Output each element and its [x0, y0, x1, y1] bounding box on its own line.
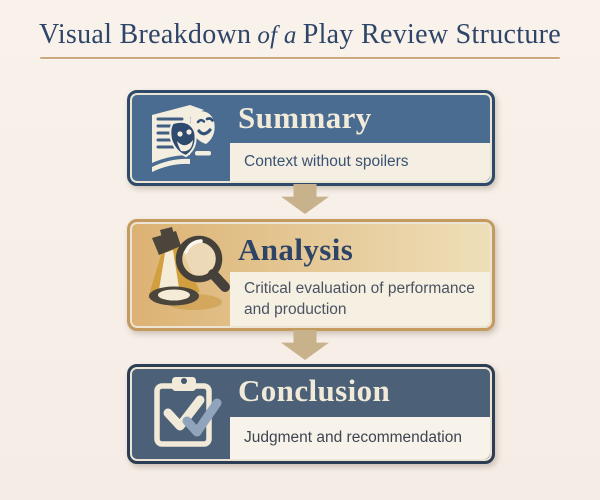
page-title-part1: Visual Breakdown	[39, 19, 252, 50]
step-card-summary: Summary Context without spoilers	[127, 90, 495, 186]
step-subtitle-line: Judgment and recommendation	[244, 429, 462, 446]
step-subtitle-band: Critical evaluation of performance and p…	[230, 272, 490, 326]
down-arrow-icon	[281, 184, 329, 214]
page-title-part2-italic: of a	[257, 22, 297, 49]
step-title-conclusion: Conclusion	[238, 373, 391, 408]
step-subtitle-line: Context without spoilers	[244, 153, 409, 170]
down-arrow-icon	[281, 330, 329, 360]
title-divider	[40, 57, 560, 59]
step-title-summary: Summary	[238, 100, 372, 135]
clipboard-check-icon	[142, 369, 227, 454]
step-card-analysis: Analysis Critical evaluation of performa…	[127, 219, 495, 331]
step-subtitle-line: and production	[244, 300, 347, 318]
step-title-analysis: Analysis	[238, 232, 354, 267]
step-subtitle-line: Critical evaluation of performance	[244, 279, 475, 297]
step-subtitle-band: Judgment and recommendation	[230, 417, 490, 459]
page-title-part3: Play Review Structure	[302, 19, 561, 50]
step-subtitle-band: Context without spoilers	[230, 143, 490, 181]
step-card-conclusion: Conclusion Judgment and recommendation	[127, 364, 495, 464]
spotlight-magnifier-icon	[136, 226, 231, 321]
theater-masks-icon	[138, 95, 228, 175]
